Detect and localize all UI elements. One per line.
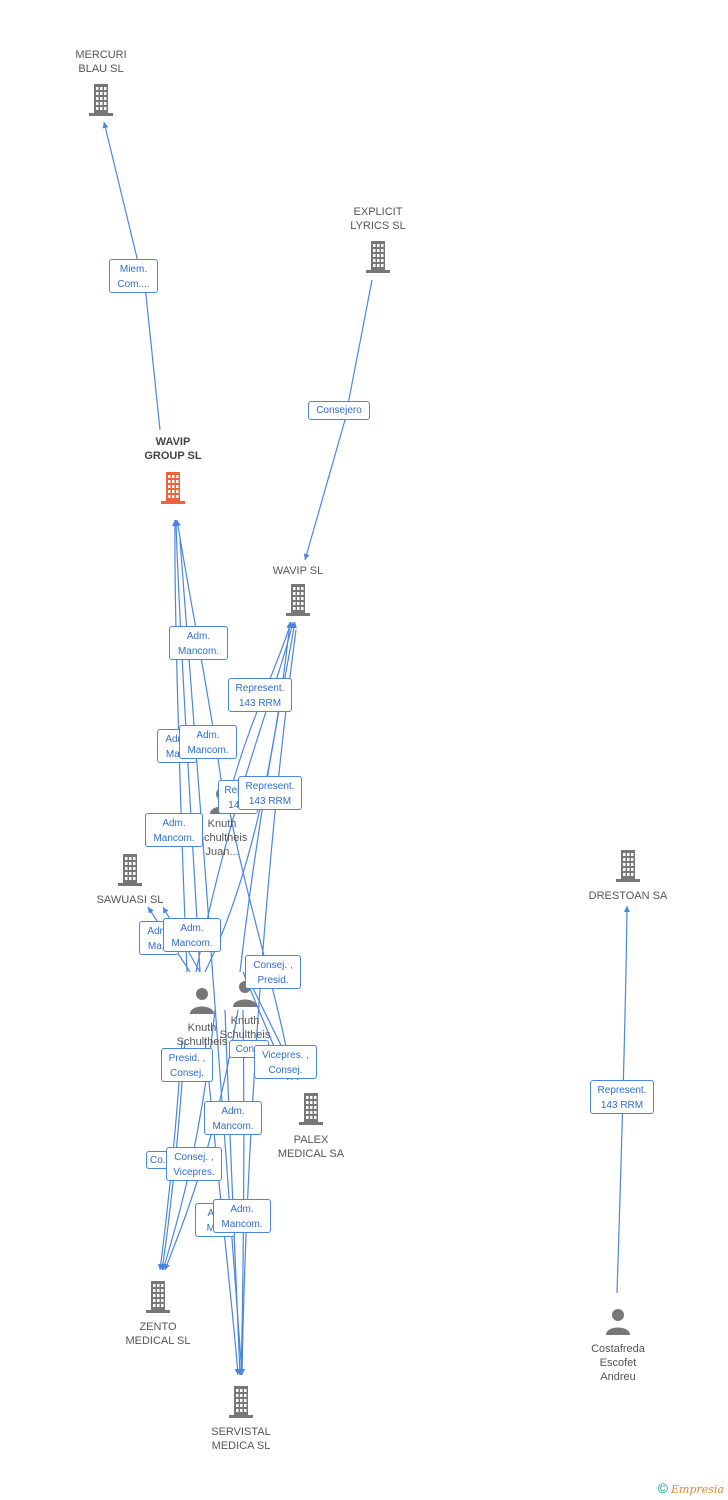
- relation-label[interactable]: Represent. 143 RRM: [228, 678, 292, 712]
- building-icon: [89, 84, 113, 116]
- building-icon: [286, 584, 310, 616]
- node-label[interactable]: MERCURI BLAU SL: [75, 49, 127, 75]
- node-label[interactable]: WAVIP GROUP SL: [144, 436, 202, 462]
- relation-label[interactable]: Represent. 143 RRM: [238, 776, 302, 810]
- node-label[interactable]: PALEX MEDICAL SA: [277, 1134, 345, 1160]
- relationship-edge: [303, 279, 373, 561]
- node-label[interactable]: SAWUASI SL: [96, 894, 164, 906]
- copyright-icon: ©: [657, 1480, 668, 1496]
- brand-name: Empresia: [671, 1483, 724, 1496]
- person-icon: [606, 1309, 630, 1335]
- relation-label[interactable]: Adm. Mancom.: [213, 1199, 271, 1233]
- node-label[interactable]: Costafreda Escofet Andreu: [591, 1343, 645, 1383]
- relation-label[interactable]: Consejero: [308, 401, 370, 420]
- relationship-edge: [195, 621, 295, 973]
- relationship-edge: [204, 621, 293, 973]
- node-label[interactable]: EXPLICIT LYRICS SL: [350, 206, 406, 232]
- building-icon: [229, 1386, 253, 1418]
- node-label[interactable]: Knuth Schultheis Juan...: [196, 818, 248, 858]
- brand-footer[interactable]: © Empresia: [658, 1480, 724, 1496]
- relation-label[interactable]: Presid. , Consej.: [161, 1048, 213, 1082]
- relation-label[interactable]: Adm. Mancom.: [179, 725, 237, 759]
- relationship-edge: [239, 629, 297, 1376]
- relation-label[interactable]: Adm. Mancom.: [163, 918, 221, 952]
- relation-label[interactable]: Represent. 143 RRM: [590, 1080, 654, 1114]
- node-label[interactable]: WAVIP SL: [272, 565, 324, 577]
- relation-label[interactable]: Adm. Mancom.: [204, 1101, 262, 1135]
- relation-label[interactable]: Miem. Com....: [109, 259, 158, 293]
- building-icon: [299, 1093, 323, 1125]
- building-icon: [146, 1281, 170, 1313]
- relationship-edge: [171, 519, 188, 973]
- building-icon: [118, 854, 142, 886]
- relation-label[interactable]: Consej. , Vicepres.: [166, 1147, 222, 1181]
- building-icon: [366, 241, 390, 273]
- building-icon: [161, 472, 185, 504]
- relation-label[interactable]: Vicepres. , Consej.: [254, 1045, 317, 1079]
- node-label[interactable]: DRESTOAN SA: [588, 890, 668, 902]
- node-label[interactable]: SERVISTAL MEDICA SL: [211, 1426, 271, 1452]
- relationship-edge: [179, 539, 245, 1376]
- person-icon: [190, 988, 214, 1014]
- relationship-edge: [102, 121, 161, 431]
- relation-label[interactable]: Adm. Mancom.: [145, 813, 203, 847]
- node-label[interactable]: ZENTO MEDICAL SL: [125, 1321, 191, 1347]
- relation-label[interactable]: Adm. Mancom.: [169, 626, 228, 660]
- relation-label[interactable]: Consej. , Presid.: [245, 955, 301, 989]
- relationship-edge: [173, 519, 201, 973]
- building-icon: [616, 850, 640, 882]
